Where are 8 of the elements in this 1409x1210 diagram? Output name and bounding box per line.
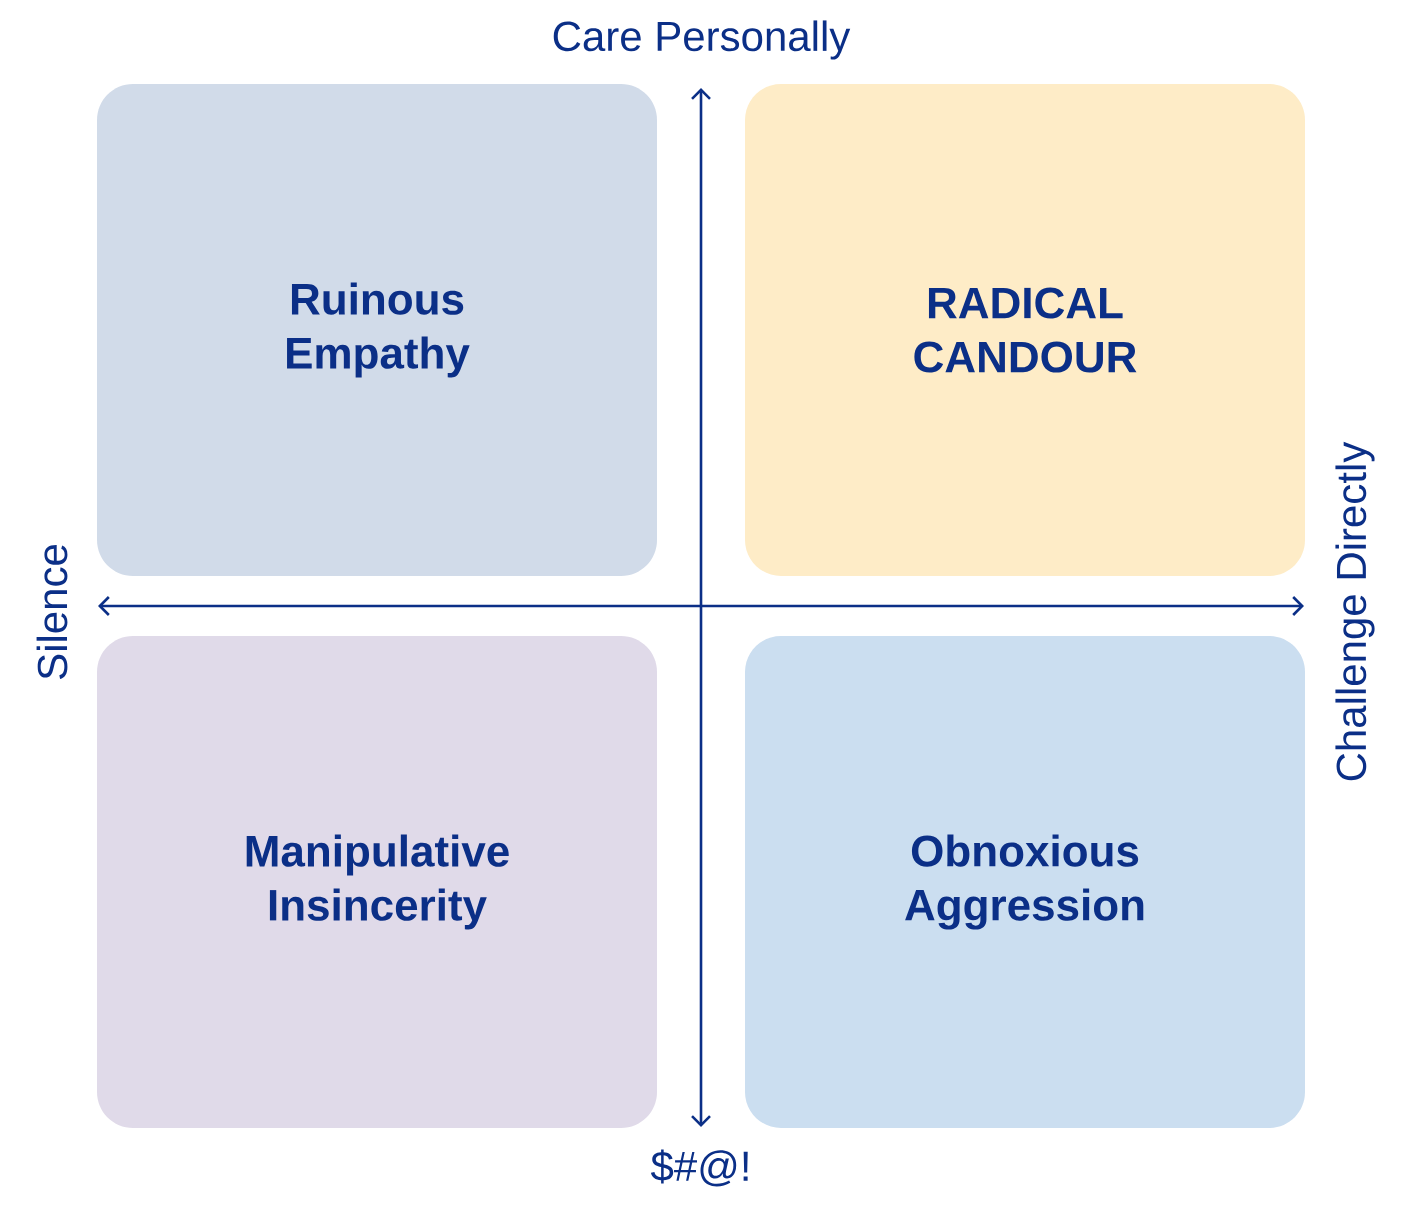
quadrant-box: Obnoxious Aggression xyxy=(745,636,1305,1128)
quadrant-box: RADICAL CANDOUR xyxy=(745,84,1305,576)
axis-label: Care Personally xyxy=(553,20,851,60)
quadrant-box: Manipulative Insincerity xyxy=(97,636,657,1128)
quadrant-box: Ruinous Empathy xyxy=(97,84,657,576)
axis-label: Challenge Directly xyxy=(1335,441,1375,781)
axis-label: $#@! xyxy=(650,1149,748,1187)
axis-label: Silence xyxy=(36,545,68,679)
